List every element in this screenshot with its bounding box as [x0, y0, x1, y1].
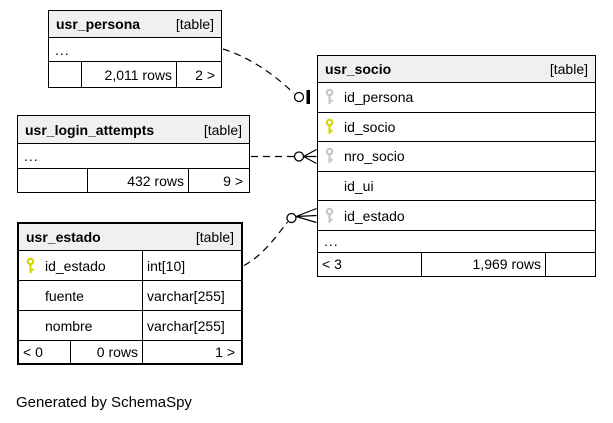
table-header: usr_socio [table]: [318, 56, 595, 83]
primary-key-icon: [26, 257, 35, 274]
table-header: usr_login_attempts [table]: [18, 116, 249, 144]
ellipsis-row: ...: [49, 38, 221, 62]
column-name-cell: nombre: [19, 311, 143, 340]
table-stats-row: < 3 1,969 rows: [318, 252, 595, 276]
column-name: nombre: [45, 317, 93, 334]
column-type: int[10]: [147, 257, 186, 274]
column-name-cell: id_estado: [19, 251, 143, 280]
zero-cardinality-icon: [286, 212, 297, 224]
table-stats-row: 432 rows 9 >: [18, 169, 249, 192]
table-name: usr_estado: [26, 229, 101, 245]
column-row-id-ui: id_ui: [318, 172, 595, 202]
generated-by-text: Generated by SchemaSpy: [16, 394, 192, 411]
related-out-cell: 2 >: [195, 66, 215, 83]
table-usr-socio[interactable]: usr_socio [table] id_persona id_socio nr…: [317, 55, 596, 277]
related-out-cell: 1 >: [215, 344, 235, 360]
table-stats-row: < 0 0 rows 1 >: [19, 341, 241, 363]
column-row-id-estado: id_estado: [318, 201, 595, 231]
zero-cardinality-icon: [293, 91, 305, 103]
related-in-cell: < 3: [318, 252, 422, 276]
table-stats-row: 2,011 rows 2 >: [49, 62, 221, 87]
foreign-key-icon: [325, 88, 334, 106]
row-count-cell: 1,969 rows: [422, 252, 546, 276]
table-name: usr_login_attempts: [25, 121, 155, 138]
ellipsis-row: ...: [318, 231, 595, 253]
column-row-id-socio: id_socio: [318, 113, 595, 143]
column-name: id_ui: [344, 178, 374, 195]
relationship-usr-estado-usr-socio: [243, 207, 317, 267]
primary-key-icon: [325, 118, 334, 135]
relationship-usr-persona-usr-socio: [222, 48, 310, 104]
column-name: id_persona: [344, 89, 414, 106]
table-header: usr_persona [table]: [49, 11, 221, 38]
related-in-cell: [49, 62, 82, 87]
column-name: nro_socio: [344, 148, 405, 165]
column-row-id-persona: id_persona: [318, 83, 595, 113]
row-count-cell: 0 rows: [71, 341, 143, 363]
foreign-key-icon: [325, 207, 334, 224]
table-type-badge: [table]: [203, 121, 242, 138]
column-row-id-estado: id_estado int[10]: [19, 251, 241, 281]
ellipsis-row: ...: [18, 144, 249, 169]
table-type-badge: [table]: [549, 61, 588, 77]
related-in-cell: [18, 169, 88, 192]
column-row-nombre: nombre varchar[255]: [19, 311, 241, 341]
column-name-cell: fuente: [19, 281, 143, 310]
column-type: varchar[255]: [147, 317, 225, 334]
related-in-cell: < 0: [19, 341, 71, 363]
table-usr-login-attempts[interactable]: usr_login_attempts [table] ... 432 rows …: [17, 115, 250, 193]
table-usr-estado[interactable]: usr_estado [table] id_estado int[10] fue…: [17, 222, 243, 365]
relationship-usr-login-attempts-usr-socio: [251, 148, 317, 165]
crow-foot-icon: [295, 207, 317, 224]
foreign-key-icon: [325, 148, 334, 165]
table-name: usr_persona: [56, 16, 141, 32]
table-usr-persona[interactable]: usr_persona [table] ... 2,011 rows 2 >: [48, 10, 222, 88]
crow-foot-icon: [303, 148, 317, 165]
column-name: fuente: [45, 287, 84, 304]
zero-cardinality-icon: [293, 151, 305, 162]
column-row-nro-socio: nro_socio: [318, 142, 595, 172]
related-out-cell: 9 >: [223, 172, 243, 189]
table-name: usr_socio: [325, 61, 392, 77]
row-count-cell: 432 rows: [88, 169, 189, 192]
row-count-cell: 2,011 rows: [82, 62, 177, 87]
column-name: id_estado: [45, 257, 106, 274]
one-cardinality-icon: [306, 90, 310, 104]
table-type-badge: [table]: [195, 229, 234, 245]
table-type-badge: [table]: [175, 16, 214, 32]
table-header: usr_estado [table]: [19, 224, 241, 251]
column-type: varchar[255]: [147, 287, 225, 304]
column-name: id_estado: [344, 207, 405, 224]
column-name: id_socio: [344, 118, 396, 135]
column-row-fuente: fuente varchar[255]: [19, 281, 241, 311]
related-out-cell: [546, 253, 595, 276]
